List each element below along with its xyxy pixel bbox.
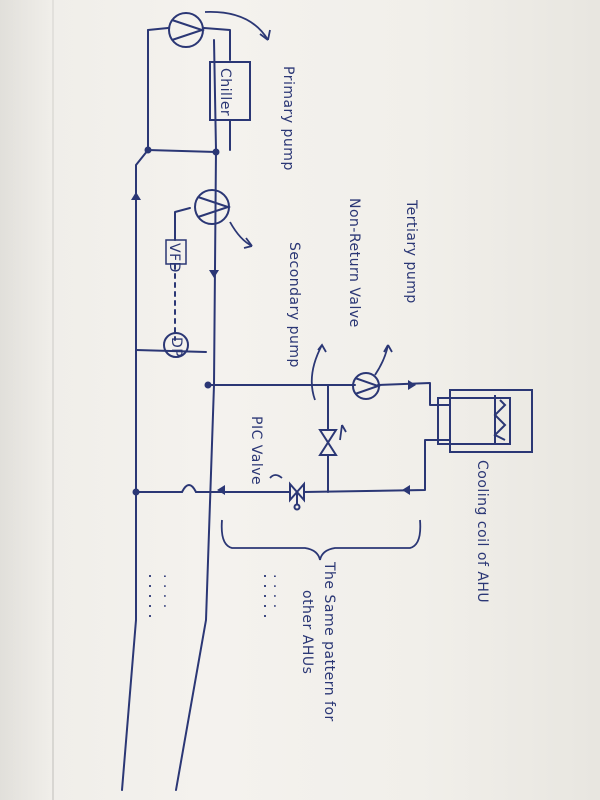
primary-pump-icon xyxy=(194,189,232,225)
chiller-label: Chiller xyxy=(217,68,233,116)
cooling-coil-icon xyxy=(437,389,533,453)
ahu-return-pipe-2 xyxy=(303,439,451,493)
dp-sensor-pipe xyxy=(135,349,207,353)
pic-valve-icon xyxy=(289,481,305,511)
curved-arrow-icon xyxy=(310,344,323,401)
pipe-crossover xyxy=(181,484,197,493)
flow-arrows xyxy=(131,192,416,495)
pointer-arrows xyxy=(204,11,393,479)
grouping-braces xyxy=(149,519,422,625)
vfd-to-pump-line xyxy=(174,207,191,241)
flow-arrow-icon xyxy=(131,192,141,200)
curved-arrow-icon xyxy=(204,11,269,41)
secondary-pump-label: Secondary pump xyxy=(286,242,302,368)
chiller-loop-top xyxy=(147,27,169,31)
same-pattern-label-line2: other AHUs xyxy=(299,590,315,674)
chiller-box: Chiller xyxy=(209,61,251,121)
dp-label: DP xyxy=(168,337,184,357)
ahu-supply-pipe-2 xyxy=(377,382,451,406)
curved-arrow-icon xyxy=(269,474,283,479)
tertiary-pump-label: Tertiary pump xyxy=(403,199,419,304)
flow-arrow-icon xyxy=(402,485,410,495)
pipe-junctions xyxy=(132,146,220,496)
page-fold xyxy=(52,0,54,800)
left-main-pipe xyxy=(121,29,149,791)
chiller-loop-top-right xyxy=(203,27,231,61)
decoupler-pipe xyxy=(147,149,217,153)
tertiary-pump-icon xyxy=(352,372,382,400)
flow-arrow-icon xyxy=(209,270,219,278)
continuation-dots-2: · · · · xyxy=(266,574,282,609)
cooling-coil-label: Cooling coil of AHU xyxy=(474,460,490,603)
vfd-label: VFD xyxy=(166,243,182,273)
flow-arrow-icon xyxy=(217,485,225,495)
dp-sensor: DP xyxy=(163,332,189,358)
vfd-box: VFD xyxy=(165,239,187,273)
continuation-dots: · · · · xyxy=(156,574,172,609)
same-pattern-label-line1: The Same pattern for xyxy=(321,561,337,722)
primary-chiller-pump-icon xyxy=(168,12,206,48)
pic-valve-label: PIC Valve xyxy=(248,416,264,485)
non-return-valve-label: Non-Return Valve xyxy=(346,198,362,328)
primary-pump-label: Primary pump xyxy=(280,66,296,171)
non-return-valve-icon xyxy=(318,429,338,456)
flow-arrow-icon xyxy=(408,380,416,390)
curved-arrow-icon xyxy=(229,221,253,247)
page-shadow xyxy=(0,0,52,800)
